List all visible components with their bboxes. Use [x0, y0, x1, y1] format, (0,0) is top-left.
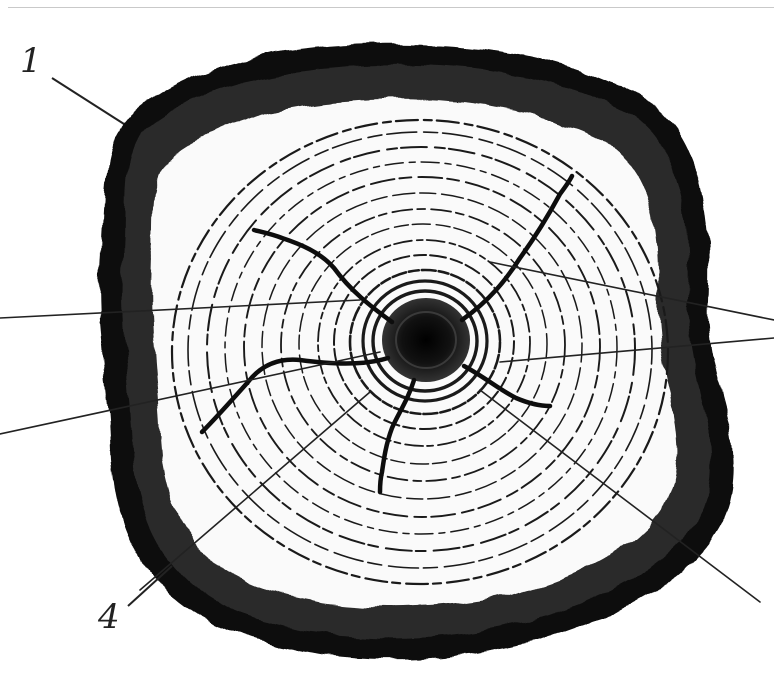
callout-line-1: [52, 78, 124, 124]
callout-label-4: 4: [97, 597, 120, 637]
callout-label-1: 1: [20, 41, 42, 81]
